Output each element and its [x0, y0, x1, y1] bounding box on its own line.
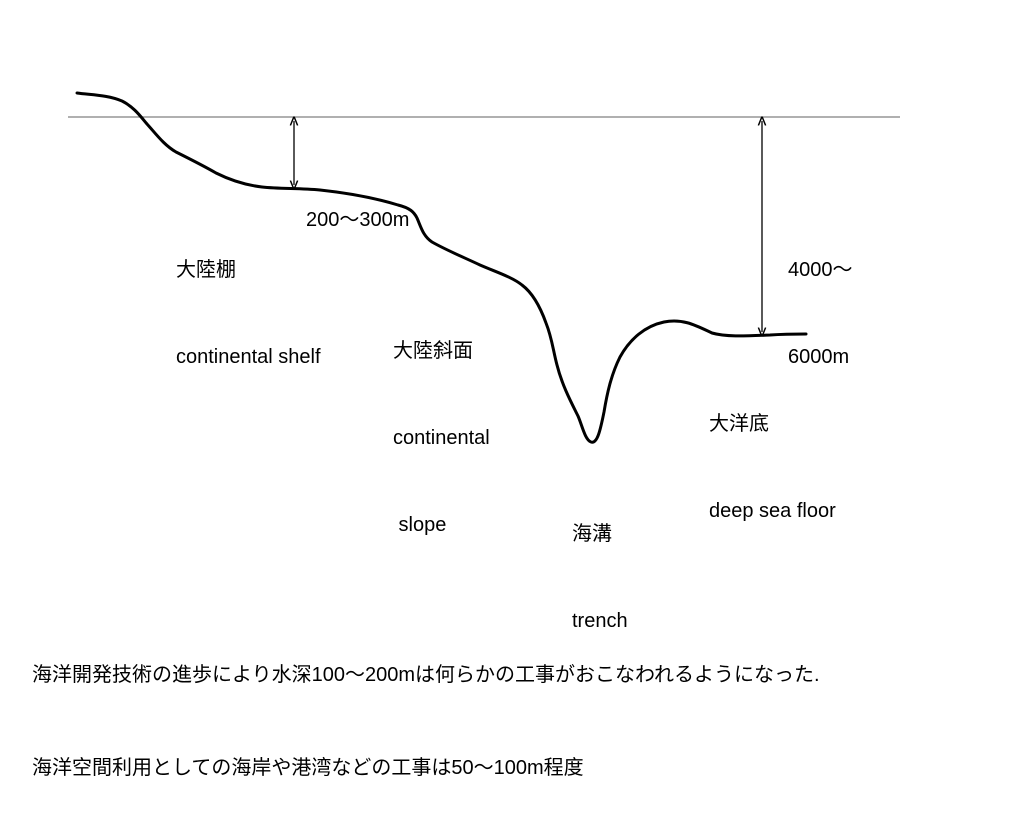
floor-depth-label: 4000～ 6000m — [788, 198, 853, 401]
shelf-depth-text: 200～300m — [306, 209, 410, 231]
seabed-profile-curve — [75, 91, 808, 444]
continental-slope-ja: 大陸斜面 — [393, 340, 473, 362]
trench-label: 海溝 trench — [572, 462, 628, 665]
continental-slope-en-line1: continental — [393, 427, 490, 449]
continental-slope-label: 大陸斜面 continental slope — [393, 279, 490, 569]
continental-shelf-en: continental shelf — [176, 346, 321, 368]
shelf-depth-label: 200～300m — [306, 148, 409, 264]
floor-depth-line1: 4000～ — [788, 259, 853, 281]
continental-shelf-label: 大陸棚 continental shelf — [176, 198, 321, 401]
deep-sea-floor-ja: 大洋底 — [709, 413, 769, 435]
explanatory-caption: 海洋開発技術の進歩により水深100～200mは何らかの工事がおこなわれるようにな… — [32, 598, 820, 815]
trench-en: trench — [572, 610, 628, 632]
caption-line1: 海洋開発技術の進歩により水深100～200mは何らかの工事がおこなわれるようにな… — [32, 664, 820, 686]
continental-shelf-ja: 大陸棚 — [176, 259, 236, 281]
seabed-profile-diagram — [68, 91, 900, 444]
deep-sea-floor-label: 大洋底 deep sea floor — [709, 352, 836, 555]
continental-slope-en-line2: slope — [393, 514, 447, 536]
trench-ja: 海溝 — [572, 523, 612, 545]
caption-line2: 海洋空間利用としての海岸や港湾などの工事は50～100m程度 — [32, 757, 584, 779]
deep-sea-floor-en: deep sea floor — [709, 500, 836, 522]
floor-depth-line2: 6000m — [788, 346, 850, 368]
